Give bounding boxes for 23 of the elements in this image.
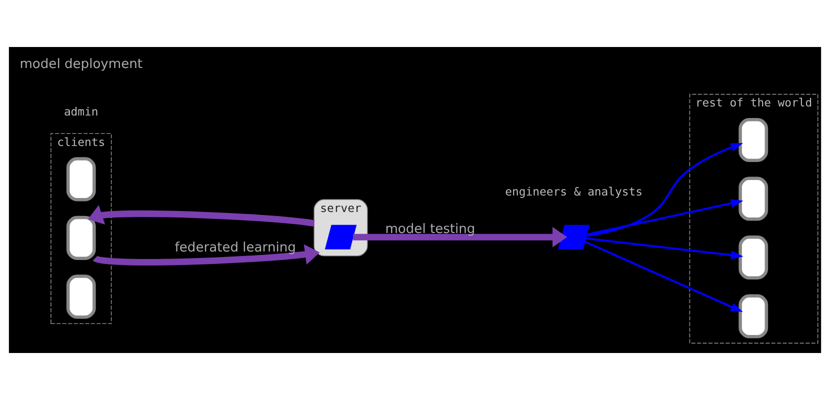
arrow <box>586 199 744 236</box>
node-parallelogram <box>558 224 590 250</box>
cluster: server <box>314 199 368 256</box>
node-parallelogram <box>324 224 357 250</box>
label: model deployment <box>20 57 143 72</box>
node-box <box>738 118 768 162</box>
node-box <box>66 157 96 202</box>
node-box <box>738 294 768 338</box>
cluster: rest of the world <box>689 94 818 344</box>
edge-label: model testing <box>385 222 476 237</box>
arrow <box>586 143 744 237</box>
node-box <box>66 274 96 319</box>
arrow <box>88 205 314 227</box>
node-text: engineers & analysts <box>505 184 643 198</box>
node-box <box>738 236 768 280</box>
arrow <box>584 240 743 312</box>
node-box <box>66 216 96 260</box>
node-box <box>738 176 768 221</box>
arrow <box>94 244 320 266</box>
arrow <box>586 237 744 260</box>
node-text: admin <box>64 104 98 118</box>
cluster: clients <box>50 133 112 324</box>
edge-label: federated learning <box>174 240 296 256</box>
